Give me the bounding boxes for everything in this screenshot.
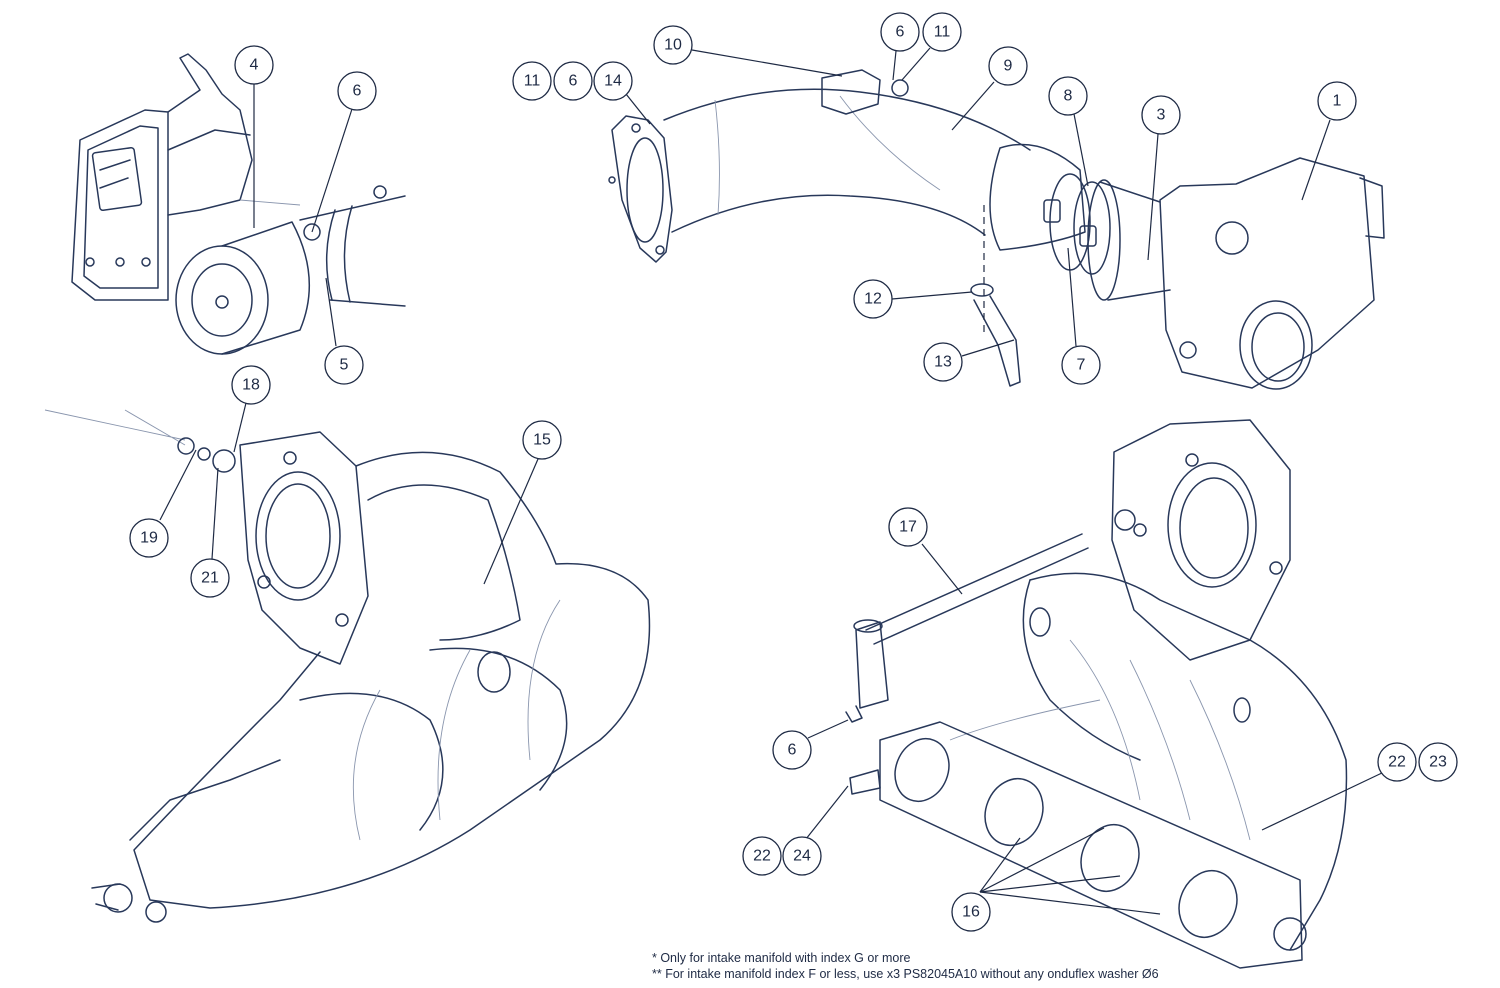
svg-text:1: 1 [1333, 93, 1342, 110]
footnotes: * Only for intake manifold with index G … [652, 950, 1159, 982]
callout-13: 13 [923, 342, 963, 382]
callout-16: 16 [951, 892, 991, 932]
callout-4: 4 [234, 45, 274, 85]
svg-text:6: 6 [569, 73, 578, 90]
svg-text:9: 9 [1004, 58, 1013, 75]
callout-9: 9 [988, 46, 1028, 86]
callout-18: 18 [231, 365, 271, 405]
svg-text:13: 13 [934, 354, 952, 371]
svg-text:11: 11 [934, 24, 951, 41]
svg-text:22: 22 [753, 848, 771, 865]
svg-text:6: 6 [353, 83, 362, 100]
callout-6: 6 [553, 61, 593, 101]
svg-text:23: 23 [1429, 754, 1447, 771]
callout-11: 11 [922, 12, 962, 52]
callout-15: 15 [522, 420, 562, 460]
callout-7: 7 [1061, 345, 1101, 385]
callout-8: 8 [1048, 76, 1088, 116]
svg-text:14: 14 [604, 73, 622, 90]
svg-text:8: 8 [1064, 88, 1073, 105]
callout-10: 10 [653, 25, 693, 65]
air-duct-assembly-drawing [608, 69, 1385, 390]
svg-text:7: 7 [1077, 357, 1086, 374]
callout-19: 19 [129, 518, 169, 558]
callout-14: 14 [593, 61, 633, 101]
callout-22: 22 [742, 836, 782, 876]
svg-text:3: 3 [1157, 107, 1166, 124]
svg-text:18: 18 [242, 377, 260, 394]
svg-text:12: 12 [864, 291, 882, 308]
svg-text:11: 11 [524, 73, 541, 90]
svg-text:5: 5 [340, 357, 349, 374]
svg-text:4: 4 [250, 57, 259, 74]
callout-3: 3 [1141, 95, 1181, 135]
svg-text:22: 22 [1388, 754, 1406, 771]
callout-21: 21 [190, 558, 230, 598]
svg-text:24: 24 [793, 848, 811, 865]
callout-6: 6 [880, 12, 920, 52]
callout-24: 24 [782, 836, 822, 876]
intake-manifold-rear-drawing [845, 419, 1348, 969]
svg-text:16: 16 [962, 904, 980, 921]
svg-text:6: 6 [788, 742, 797, 759]
svg-text:10: 10 [664, 37, 682, 54]
callout-22: 22 [1377, 742, 1417, 782]
svg-text:17: 17 [899, 519, 917, 536]
footnote-2: ** For intake manifold index F or less, … [652, 967, 1159, 981]
callout-5: 5 [324, 345, 364, 385]
callout-12: 12 [853, 279, 893, 319]
callout-23: 23 [1418, 742, 1458, 782]
callout-6: 6 [772, 730, 812, 770]
callout-1: 1 [1317, 81, 1357, 121]
svg-text:19: 19 [140, 530, 158, 547]
svg-text:15: 15 [533, 432, 551, 449]
callout-6: 6 [337, 71, 377, 111]
callout-11: 11 [512, 61, 552, 101]
intake-manifold-front-drawing [44, 409, 651, 923]
actuator-detail-drawing [71, 53, 406, 355]
callout-17: 17 [888, 507, 928, 547]
svg-text:6: 6 [896, 24, 905, 41]
leader-lines [159, 47, 1385, 915]
footnote-1: * Only for intake manifold with index G … [652, 951, 911, 965]
svg-text:21: 21 [201, 570, 219, 587]
